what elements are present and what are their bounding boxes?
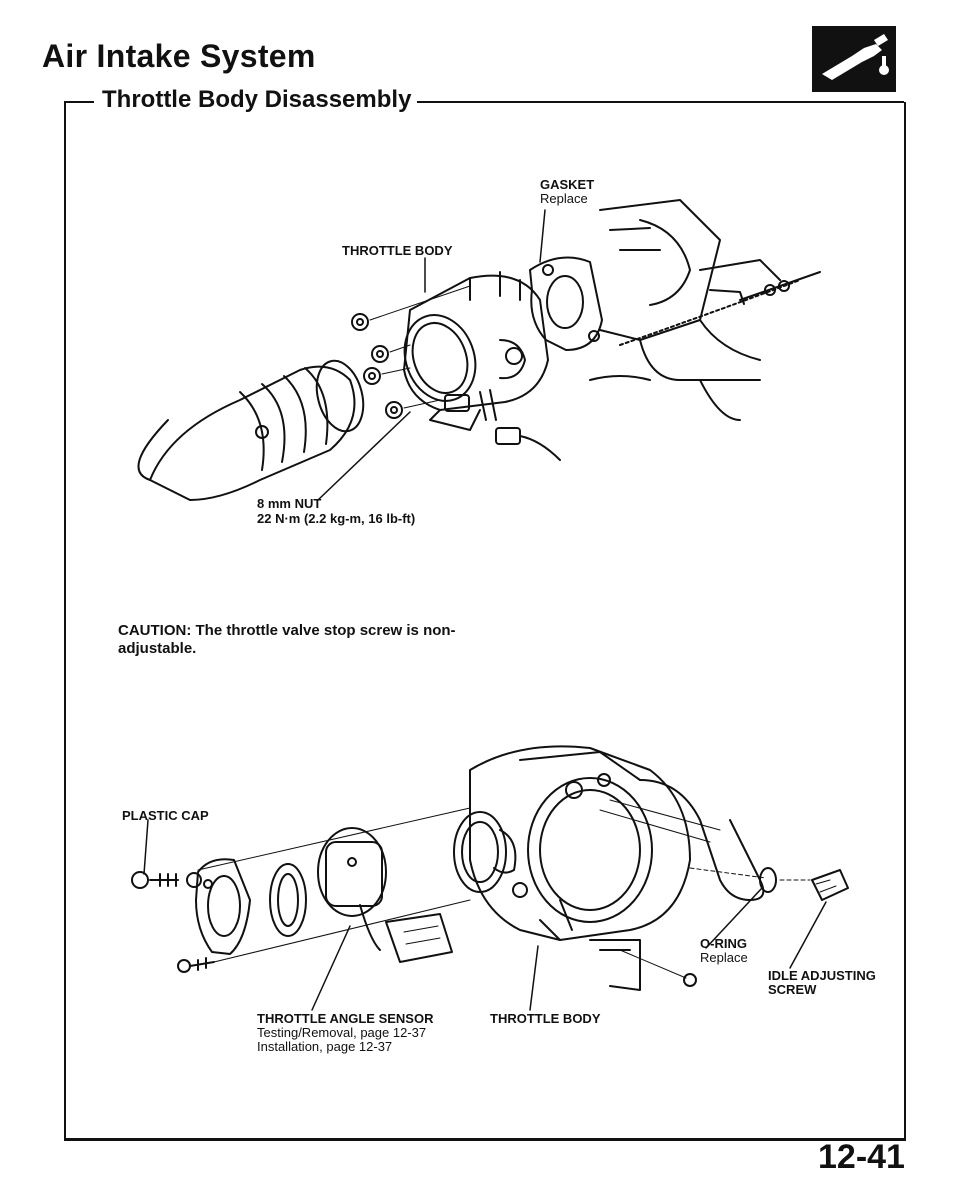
oring-note: Replace [700, 950, 748, 965]
caution-text: The throttle valve stop screw is non-adj… [118, 622, 456, 657]
oring-label: O-RING [700, 936, 747, 951]
lower-oring-idle [759, 867, 777, 893]
upper-throttle-body [403, 271, 549, 431]
lower-throttle-body-label: THROTTLE BODY [490, 1011, 601, 1026]
lower-throttle-body [469, 745, 765, 941]
gasket-label: GASKET [540, 177, 595, 192]
upper-gasket [529, 256, 603, 351]
upper-throttle-body-label: THROTTLE BODY [342, 243, 453, 258]
sensor-label: THROTTLE ANGLE SENSOR [257, 1011, 434, 1026]
plastic-cap-label: PLASTIC CAP [122, 808, 209, 823]
sensor-line-1: Testing/Removal, page 12-37 [257, 1025, 427, 1040]
frame-top-rule-right [376, 101, 904, 103]
idle-adjusting-screw [811, 869, 849, 901]
plate-spacer [195, 858, 307, 955]
nut-torque: 22 N·m (2.2 kg-m, 16 lb-ft) [257, 511, 416, 526]
page-title: Air Intake System [42, 38, 316, 74]
diagram-frame [64, 102, 906, 1140]
throttle-cable [619, 271, 821, 346]
sensor-body [317, 827, 387, 951]
nut-label: 8 mm NUT [257, 496, 322, 511]
page-number: 12-41 [818, 1138, 905, 1176]
sensor-connector [385, 913, 453, 963]
intake-manifold [589, 199, 781, 421]
gasket-note: Replace [540, 191, 588, 206]
frame-bottom-rule [64, 1140, 906, 1141]
plastic-cap-parts [131, 871, 215, 973]
upper-connector [495, 427, 561, 461]
caution-note: CAUTION: The throttle valve stop screw i… [118, 622, 478, 658]
engine-section-icon [812, 26, 896, 92]
air-intake-duct [137, 359, 365, 501]
upper-nuts [351, 285, 471, 419]
idle-screw-label-1: IDLE ADJUSTING [768, 968, 876, 983]
lower-oring [453, 811, 507, 893]
section-title: Throttle Body Disassembly [96, 86, 418, 114]
idle-screw-label-2: SCREW [768, 982, 817, 997]
bracket [589, 939, 697, 991]
sensor-line-2: Installation, page 12-37 [257, 1039, 393, 1054]
frame-top-rule-left [64, 101, 94, 103]
caution-label: CAUTION: [118, 622, 192, 639]
